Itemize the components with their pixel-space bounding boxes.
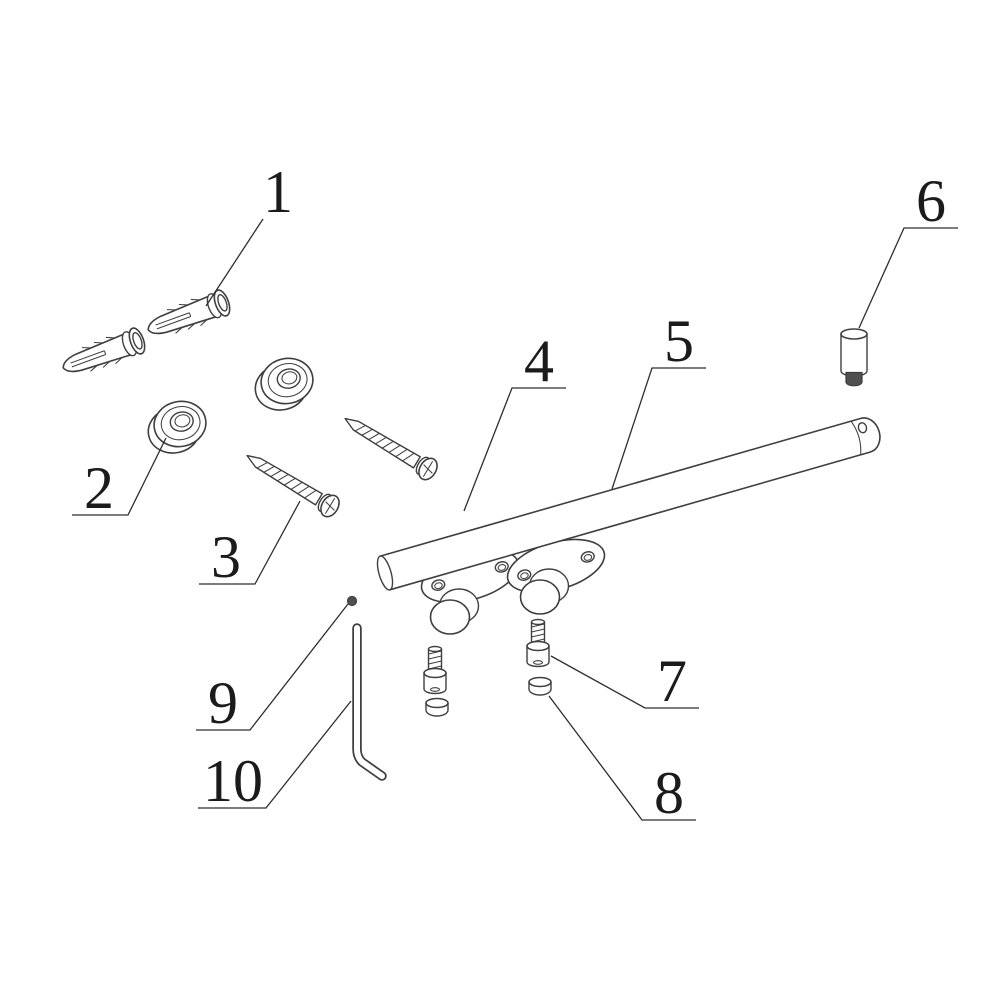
leader-line-1 bbox=[205, 218, 264, 307]
leader-line-4 bbox=[463, 387, 566, 512]
callout-10: 10 bbox=[198, 700, 352, 814]
part-6-end-plug bbox=[840, 328, 868, 387]
bar-end-seam bbox=[850, 421, 862, 455]
plug-sides bbox=[840, 334, 868, 371]
part-number-9: 9 bbox=[208, 670, 238, 736]
part-number-7: 7 bbox=[657, 648, 687, 714]
dome-cap bbox=[425, 697, 449, 717]
bar-left-end-face bbox=[376, 555, 394, 591]
callout-2: 2 bbox=[72, 437, 167, 521]
grub-ball bbox=[346, 595, 358, 607]
part-10-hex-key bbox=[352, 623, 387, 781]
part-number-10: 10 bbox=[203, 748, 263, 814]
part-number-5: 5 bbox=[664, 308, 694, 374]
leader-line-2 bbox=[72, 437, 167, 516]
callout-9: 9 bbox=[196, 603, 349, 736]
part-3-screws bbox=[240, 408, 442, 521]
leader-line-3 bbox=[199, 500, 301, 585]
part-1-wall-anchors bbox=[57, 286, 234, 382]
callout-1: 1 bbox=[205, 159, 293, 307]
hex-key-outline bbox=[352, 623, 387, 781]
callout-3: 3 bbox=[199, 500, 301, 590]
set-screw bbox=[526, 618, 550, 668]
leader-line-7 bbox=[550, 655, 699, 709]
callout-8: 8 bbox=[548, 695, 696, 826]
mounting-screw bbox=[240, 445, 344, 521]
part-number-3: 3 bbox=[211, 524, 241, 590]
leader-line-8 bbox=[548, 695, 696, 821]
set-screw bbox=[423, 645, 447, 695]
leader-line-9 bbox=[196, 603, 349, 731]
cover-cap bbox=[142, 395, 212, 459]
bar-end-hole bbox=[857, 422, 868, 434]
part-number-1: 1 bbox=[263, 159, 293, 225]
part-number-8: 8 bbox=[654, 760, 684, 826]
part-5-bar bbox=[376, 417, 881, 591]
plug-top bbox=[840, 328, 868, 340]
mounting-screw bbox=[338, 408, 442, 484]
callouts: 1 2 3 4 5 6 7 8 bbox=[72, 159, 958, 826]
dome-cap bbox=[528, 676, 552, 696]
hex-key-body bbox=[354, 625, 385, 779]
plug-stub bbox=[845, 371, 863, 387]
wall-anchor bbox=[142, 286, 234, 344]
callout-5: 5 bbox=[611, 308, 706, 490]
part-8-dome-caps bbox=[425, 676, 552, 717]
part-9-grub-ball bbox=[346, 595, 358, 607]
wall-anchor bbox=[57, 324, 149, 382]
callout-7: 7 bbox=[550, 648, 699, 714]
part-2-cover-caps bbox=[142, 352, 319, 459]
part-number-4: 4 bbox=[524, 328, 554, 394]
leader-line-10 bbox=[198, 700, 352, 809]
leader-line-5 bbox=[611, 367, 706, 490]
part-number-6: 6 bbox=[916, 168, 946, 234]
leader-line-6 bbox=[858, 227, 958, 329]
callout-6: 6 bbox=[858, 168, 958, 329]
part-number-2: 2 bbox=[84, 455, 114, 521]
cover-cap bbox=[249, 352, 319, 416]
callout-4: 4 bbox=[463, 328, 566, 512]
bar-body bbox=[379, 417, 881, 591]
